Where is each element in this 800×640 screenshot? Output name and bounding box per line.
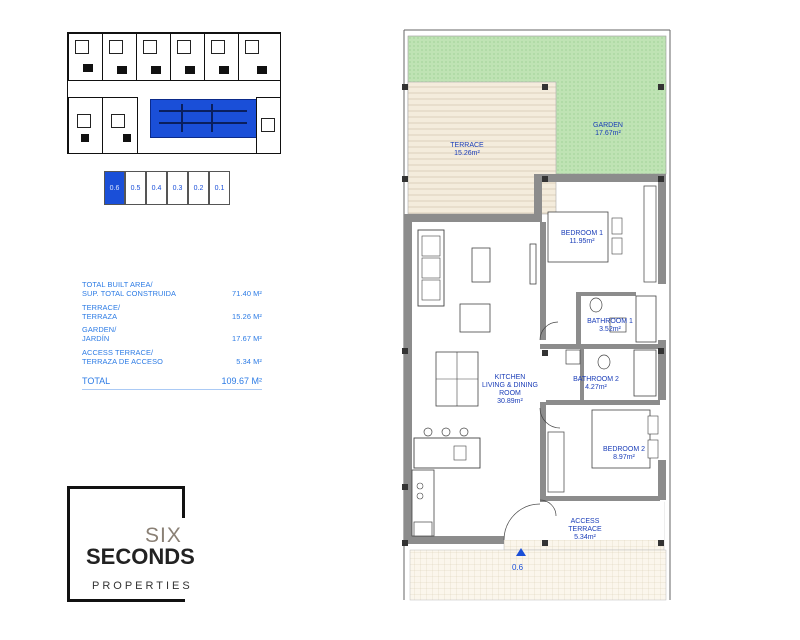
door-swing	[503, 503, 541, 541]
area-terrace-row: TERRACE/ TERRAZA 15.26 M²	[82, 303, 262, 323]
tv-unit	[529, 243, 537, 285]
total-value: 109.67 M²	[221, 376, 262, 386]
site-block	[256, 97, 281, 154]
wardrobe	[643, 185, 657, 283]
pillow	[647, 439, 659, 459]
highlighted-building	[150, 99, 258, 138]
logo-six-text: SIX	[145, 524, 182, 547]
kitchen-sink	[453, 445, 467, 461]
floor-level-button[interactable]: 0.1	[209, 171, 230, 205]
site-block	[238, 33, 281, 81]
bar-stool	[441, 427, 451, 437]
kitchen-island	[413, 437, 481, 469]
area-label: JARDÍN	[82, 334, 110, 343]
hob	[416, 492, 424, 500]
site-block	[102, 97, 138, 154]
fridge	[413, 521, 433, 537]
area-label: ACCESS TERRACE/	[82, 348, 154, 357]
area-label: GARDEN/	[82, 325, 117, 334]
area-value: 71.40 M²	[232, 289, 262, 298]
area-label: TERRACE/	[82, 303, 121, 312]
shower-2	[633, 349, 657, 397]
total-label: TOTAL	[82, 376, 111, 386]
armchair	[459, 303, 491, 333]
exterior-walls	[404, 174, 666, 544]
area-label: TOTAL BUILT AREA/	[82, 280, 153, 289]
toilet-1	[589, 297, 603, 313]
door-swing	[539, 407, 561, 429]
area-label: TERRAZA	[82, 312, 118, 321]
structural-columns	[402, 84, 664, 546]
unit-code-label: 0.6	[512, 563, 524, 572]
coffee-table	[471, 247, 491, 283]
six-seconds-logo	[67, 486, 185, 602]
bed-2	[591, 409, 651, 469]
hob	[416, 482, 424, 490]
area-value: 5.34 M²	[236, 357, 262, 366]
logo-seconds-text: SECONDS	[86, 544, 195, 569]
floor-level-button[interactable]: 0.6	[104, 171, 125, 205]
door-swing	[539, 321, 559, 341]
bed-1	[547, 211, 609, 263]
door-swing	[539, 499, 557, 517]
area-garden-row: GARDEN/ JARDÍN 17.67 M²	[82, 325, 262, 345]
terrace-area	[407, 81, 557, 215]
area-value: 17.67 M²	[232, 334, 262, 343]
wardrobe	[547, 431, 565, 493]
floor-level-button[interactable]: 0.5	[125, 171, 146, 205]
floor-level-button[interactable]: 0.3	[167, 171, 188, 205]
sofa-cushion	[421, 279, 441, 301]
sofa-cushion	[421, 257, 441, 279]
sofa-cushion	[421, 235, 441, 257]
site-key-plan	[67, 32, 281, 154]
lower-terrace-area	[409, 549, 667, 601]
pillow	[611, 237, 623, 255]
sink-2	[565, 349, 581, 365]
sink-1	[609, 317, 627, 333]
entry-marker	[516, 548, 526, 556]
pillow	[611, 217, 623, 235]
area-value: 15.26 M²	[232, 312, 262, 321]
logo-properties-text: PROPERTIES	[92, 580, 193, 592]
site-block	[68, 33, 104, 81]
area-access-row: ACCESS TERRACE/ TERRAZA DE ACCESO 5.34 M…	[82, 348, 262, 368]
floor-level-button[interactable]: 0.4	[146, 171, 167, 205]
floor-level-button[interactable]: 0.2	[188, 171, 209, 205]
bar-stool	[459, 427, 469, 437]
site-block	[102, 33, 138, 81]
toilet-2	[597, 354, 611, 370]
total-divider	[82, 389, 262, 390]
floor-selector: 0.6 0.5 0.4 0.3 0.2 0.1	[104, 171, 235, 205]
area-built-row: TOTAL BUILT AREA/ SUP. TOTAL CONSTRUIDA …	[82, 280, 262, 300]
shower-1	[635, 295, 657, 343]
bar-stool	[423, 427, 433, 437]
pillow	[647, 415, 659, 435]
site-block	[170, 33, 206, 81]
site-block	[204, 33, 240, 81]
interior-walls	[540, 222, 660, 502]
area-label: TERRAZA DE ACCESO	[82, 357, 163, 366]
area-label: SUP. TOTAL CONSTRUIDA	[82, 289, 177, 298]
site-block	[68, 97, 104, 154]
area-total-row: TOTAL 109.67 M²	[82, 376, 262, 388]
